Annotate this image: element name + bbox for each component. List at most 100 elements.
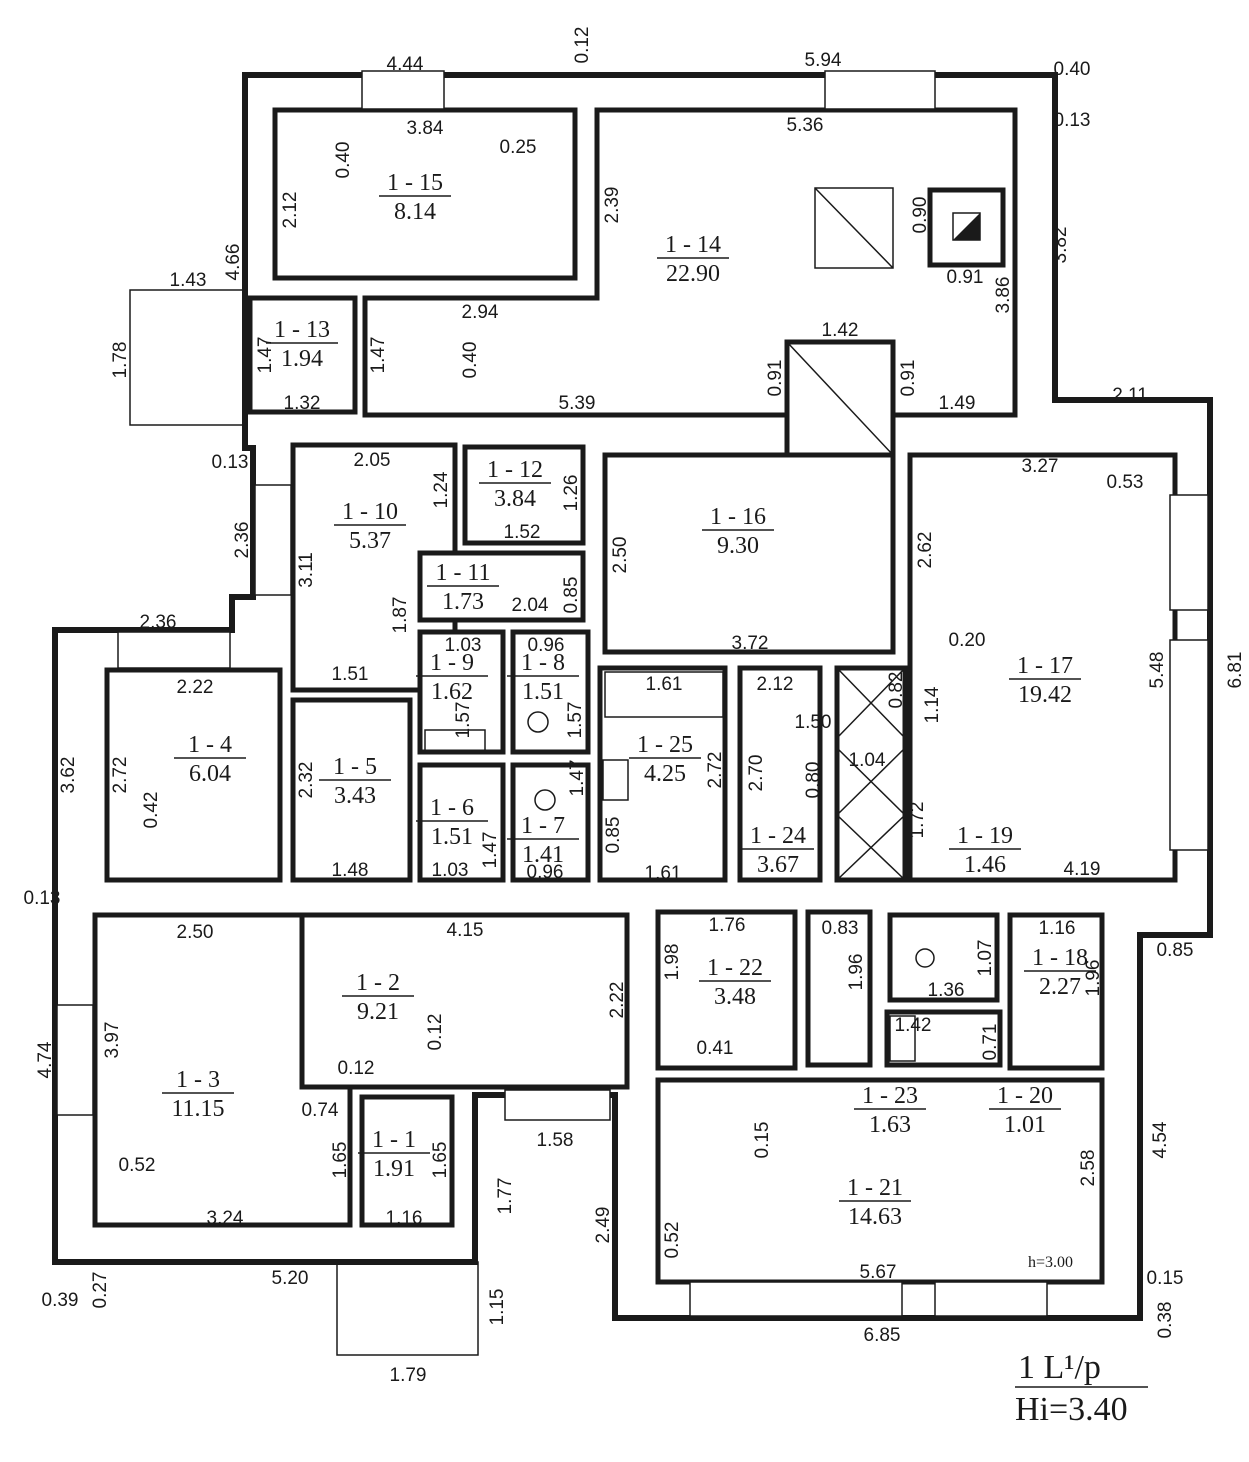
room-area: 1.94 [281,346,323,372]
room-number: 1 - 4 [188,732,232,758]
room-area: 1.01 [1004,1112,1046,1138]
room-area: 11.15 [171,1096,224,1122]
dimension-label: 4.74 [35,1041,56,1078]
dimension-label: 1.14 [922,686,943,723]
room-1-18 [1007,912,1105,1071]
dimension-label: 1.78 [110,342,131,379]
dimension-label: 6.81 [1225,652,1246,689]
room-1-8 [510,629,591,755]
dimension-label: 2.04 [512,595,549,616]
room-1-5 [290,697,413,883]
dimension-label: 1.15 [487,1289,508,1326]
room-1-1 [359,1094,455,1228]
dimension-label: 1.51 [332,664,369,685]
dimension-label: 0.85 [603,817,624,854]
room-area: 1.63 [869,1112,911,1138]
dimension-label: 4.54 [1150,1121,1171,1158]
dimension-label: 1.24 [431,471,452,508]
dimension-label: 2.58 [1078,1150,1099,1187]
room-area: 1.41 [522,842,564,868]
dimension-label: 1.61 [646,674,683,695]
dimension-label: 1.42 [822,320,859,341]
dimension-label: 3.62 [58,757,79,794]
room-1-14 [362,107,1018,418]
dimension-label: 1.47 [567,760,588,797]
room-1-12 [462,444,586,546]
dimension-label: 1.52 [504,522,541,543]
room-number: 1 - 1 [372,1127,416,1153]
room-number: 1 - 10 [342,499,398,525]
dimension-label: 0.71 [980,1024,1001,1061]
dimension-label: 0.96 [527,862,564,883]
dimension-label: 2.36 [232,522,253,559]
room-area: 1.46 [964,852,1006,878]
dimension-label: 2.36 [140,612,177,633]
dimension-label: 3.97 [102,1022,123,1059]
dimension-label: 0.38 [1155,1302,1176,1339]
dimension-label: 0.96 [528,635,565,656]
height-label: Hi=3.40 [1015,1391,1128,1428]
dimension-label: 2.12 [280,192,301,229]
dimension-label: 0.80 [803,762,824,799]
dimension-label: 1.87 [390,597,411,634]
dimension-label: 3.72 [732,633,769,654]
dimension-label: 2.94 [462,302,499,323]
room-1-19 [887,912,1000,1003]
room-area: 5.37 [349,528,391,554]
dimension-label: 6.85 [864,1325,901,1346]
dimension-label: 0.85 [561,577,582,614]
dimension-label: 2.72 [705,752,726,789]
dimension-label: 3.27 [1022,456,1059,477]
ceiling-height-note: h=3.00 [1028,1254,1073,1271]
window [824,70,936,110]
dimension-label: 2.11 [1112,385,1148,406]
dimension-label: 2.50 [177,922,214,943]
dimension-label: 1.16 [1039,918,1076,939]
room-number: 1 - 12 [487,457,543,483]
room-1-7 [510,762,591,883]
dimension-label: 1.43 [170,270,207,291]
dimension-label: 4.66 [223,244,244,281]
window [56,1004,94,1116]
room-area: 6.04 [189,761,231,787]
sink-icon [889,1015,916,1062]
window [504,1089,611,1121]
dimension-label: 2.62 [915,532,936,569]
dimension-label: 1.76 [709,915,746,936]
room-number: 1 - 24 [750,823,806,849]
dimension-label: 0.13 [212,452,249,473]
room-number: 1 - 13 [274,317,330,343]
room-area: 22.90 [666,261,720,287]
room-area: 9.30 [717,533,759,559]
dimension-label: 1.26 [561,475,582,512]
window [1169,494,1209,611]
dimension-label: 2.32 [296,762,317,799]
sink-icon [424,729,486,753]
dimension-label: 0.40 [460,342,481,379]
room-area: 3.67 [757,852,799,878]
room-area: 14.63 [848,1204,902,1230]
room-number: 1 - 7 [521,813,565,839]
annex-outline [129,289,246,426]
dimension-label: 1.07 [975,940,996,977]
room-number: 1 - 19 [957,823,1013,849]
dimension-label: 0.20 [949,630,986,651]
dimension-label: 0.52 [119,1155,156,1176]
dimension-label: 5.20 [272,1268,309,1289]
boiler-icon [814,187,894,269]
dimension-label: 1.96 [1083,960,1104,997]
dimension-label: 0.91 [898,360,919,397]
room-number: 1 - 16 [710,504,766,530]
dimension-label: 0.41 [697,1038,734,1059]
dimension-label: 4.19 [1064,859,1101,880]
room-number: 1 - 18 [1032,945,1088,971]
dimension-label: 0.53 [1107,472,1144,493]
dimension-label: 0.74 [302,1100,339,1121]
dimension-label: 1.72 [907,802,928,839]
dimension-label: 3.86 [993,277,1014,314]
dimension-label: 2.05 [354,450,391,471]
floor-label: 1 L¹/p [1018,1349,1101,1386]
room-1-2 [299,912,630,1090]
